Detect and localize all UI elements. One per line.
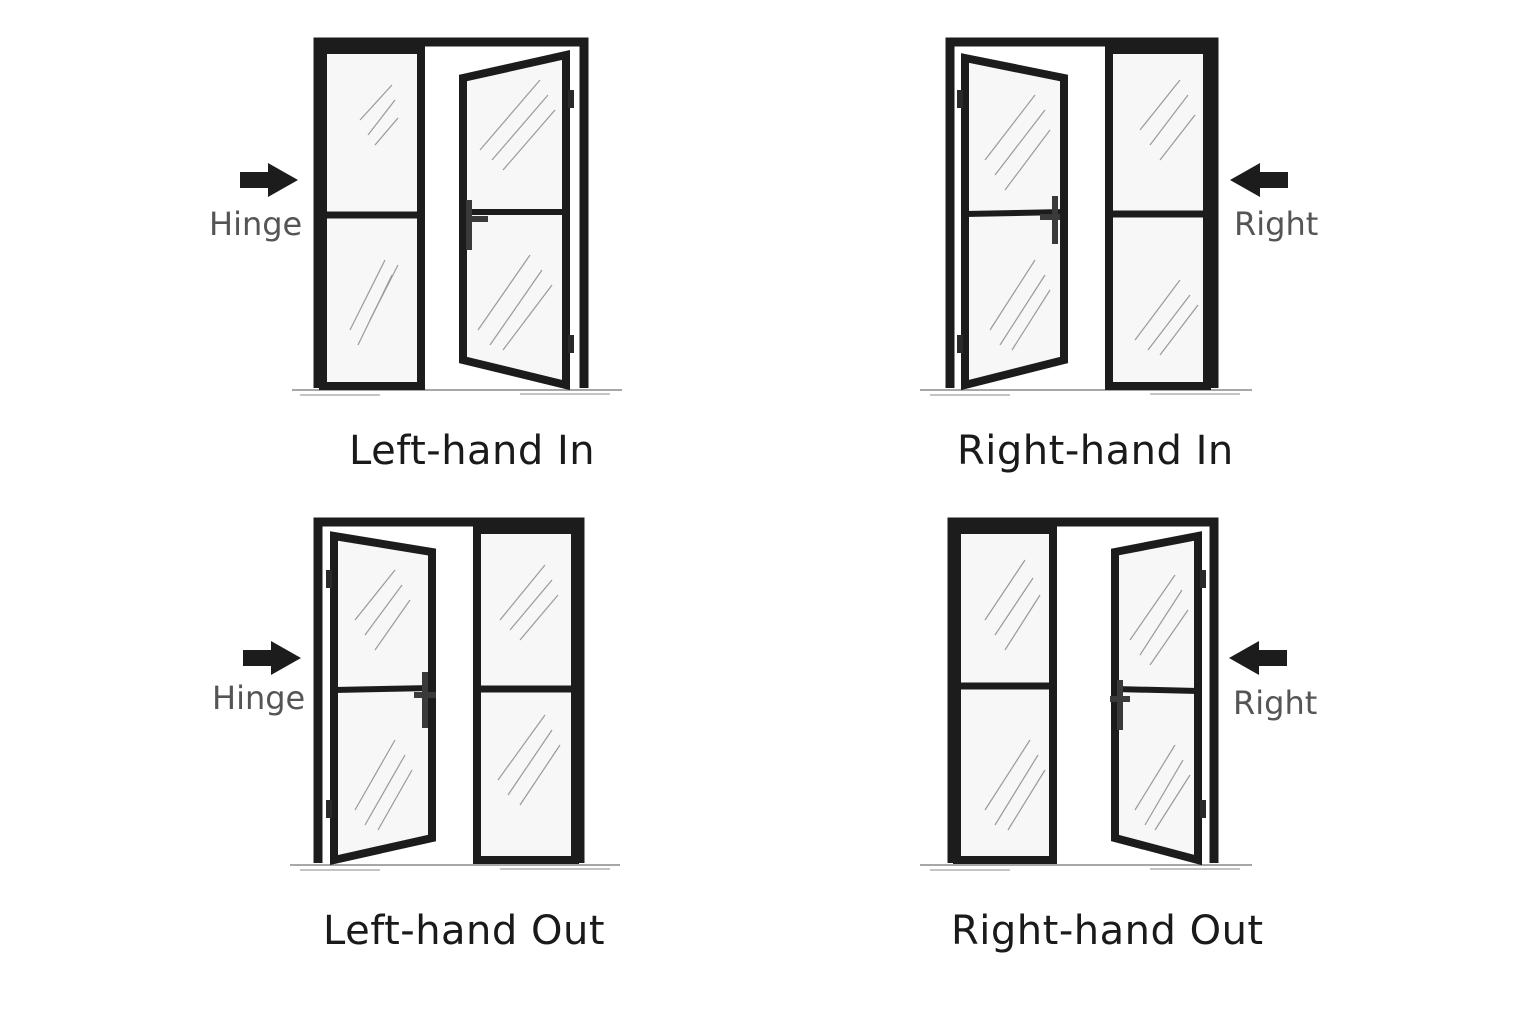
fixed-leaf — [953, 526, 1057, 864]
door-frame — [947, 517, 1219, 863]
door-frame — [945, 37, 1219, 388]
hinge-icon — [957, 335, 963, 353]
hinge-icon — [568, 90, 574, 108]
hinge-icon — [1200, 800, 1206, 818]
floor-line — [290, 864, 620, 871]
side-label: Hinge — [209, 205, 303, 243]
door-handle-icon — [422, 672, 428, 728]
door-frame — [313, 37, 589, 388]
diagram-caption: Right-hand Out — [951, 908, 1264, 954]
side-label: Right — [1233, 684, 1318, 722]
open-leaf — [1110, 531, 1202, 866]
floor-line — [920, 864, 1252, 871]
open-leaf — [961, 53, 1068, 391]
door-handle-icon — [1117, 680, 1123, 730]
arrow-left-icon — [1230, 163, 1288, 197]
fixed-leaf — [473, 526, 579, 864]
diagram-caption: Left-hand In — [349, 428, 596, 474]
open-leaf — [459, 50, 570, 391]
door-frame — [313, 517, 585, 863]
glass-reflection-streaks — [984, 559, 1191, 831]
hinge-icon — [957, 90, 963, 108]
side-label: Right — [1234, 205, 1319, 243]
glass-reflection-streaks — [984, 79, 1199, 356]
hinge-icon — [1200, 570, 1206, 588]
fixed-leaf — [1105, 46, 1211, 390]
glass-reflection-streaks — [354, 564, 561, 831]
door-handle-icon — [466, 200, 472, 250]
diagram-caption: Left-hand Out — [323, 908, 606, 954]
hinge-icon — [326, 570, 332, 588]
glass-reflection-streaks — [349, 79, 556, 351]
side-label: Hinge — [212, 679, 306, 717]
arrow-left-icon — [1229, 641, 1287, 675]
hinge-icon — [568, 335, 574, 353]
diagram-caption: Right-hand In — [957, 428, 1234, 474]
hinge-icon — [326, 800, 332, 818]
arrow-right-icon — [243, 641, 301, 675]
arrow-right-icon — [240, 163, 298, 197]
